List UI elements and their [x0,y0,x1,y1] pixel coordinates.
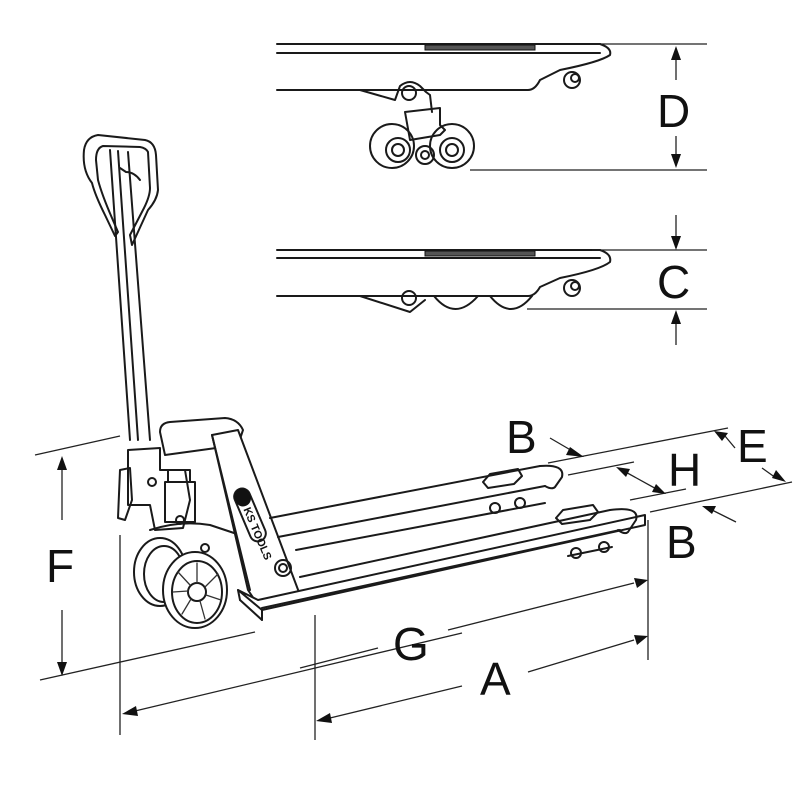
label-f: F [46,540,74,592]
fork-side-view-lowered [276,249,612,313]
chassis-frame: KS TOOLS [211,429,301,606]
label-e: E [737,420,768,472]
dimension-d: D [470,43,707,171]
handle [82,134,159,441]
dimension-g: G [299,578,648,740]
fork-front [261,504,638,609]
dimension-f: F [34,435,256,681]
label-h: H [668,444,701,496]
label-b-bottom: B [666,516,697,568]
fork-rear [269,464,564,551]
steering-wheels [133,537,228,629]
dimension-c: C [527,215,707,345]
dimension-b-e-h: B H E B [506,411,793,568]
label-d: D [657,85,690,137]
fork-side-view-raised [276,43,612,169]
pallet-truck-perspective: KS TOOLS [82,134,646,629]
label-a: A [480,653,511,705]
label-g: G [393,618,429,670]
label-c: C [657,256,690,308]
dimension-a: A [119,520,649,735]
fork-base [237,514,646,621]
label-b-top: B [506,411,537,463]
